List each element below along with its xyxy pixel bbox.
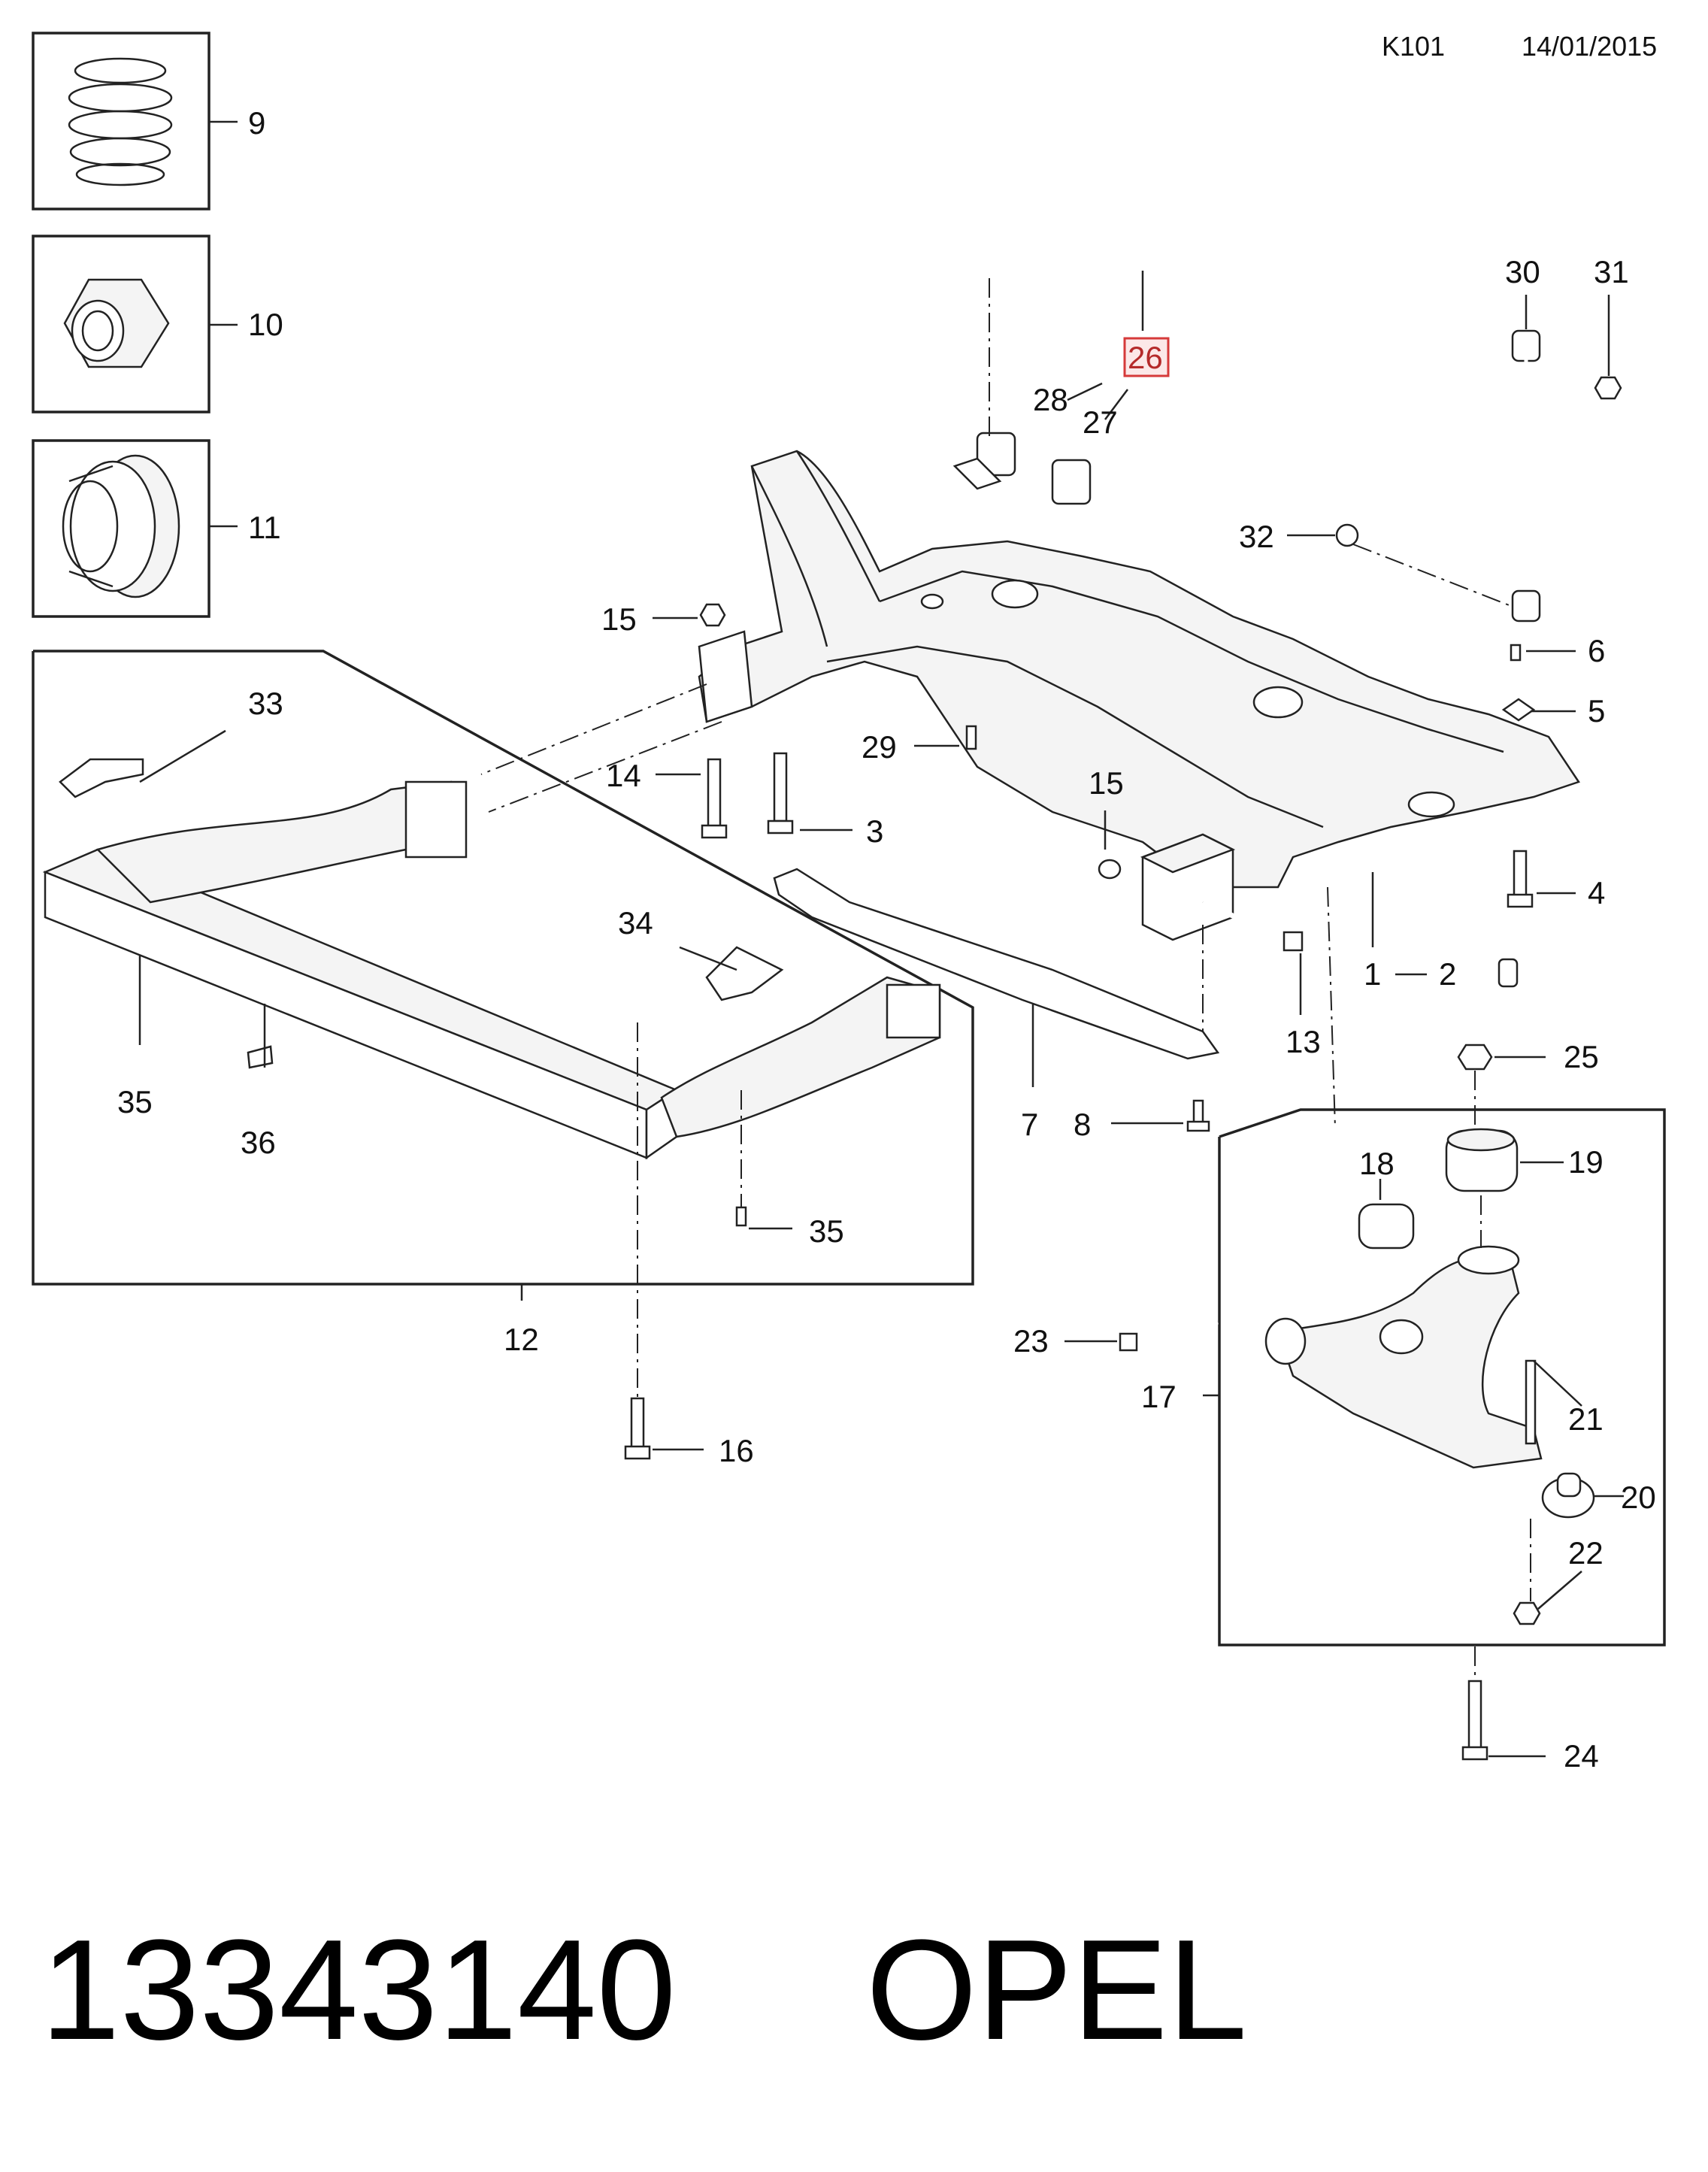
callout-29: 29 [862,729,897,765]
callout-12: 12 [504,1322,539,1357]
callout-15-upper: 15 [601,601,637,637]
bearing-icon [62,454,180,598]
crossmember-beam [42,758,941,1160]
inset-front-crossmember[interactable]: 12 33 34 35 36 [32,650,974,1357]
front-subframe[interactable] [698,450,1580,941]
callout-18: 18 [1359,1146,1395,1181]
washer-5 [1501,698,1536,722]
callout-33: 33 [248,686,283,721]
bolt-13 [1201,899,1304,952]
bolt-21 [1525,1359,1537,1445]
stabilizer-bar[interactable] [700,240,1415,578]
inset-hex-nut[interactable]: 10 [32,235,283,413]
callout-3: 3 [866,813,883,849]
callout-21: 21 [1568,1401,1604,1437]
callout-11: 11 [248,510,281,545]
callout-14: 14 [606,758,641,793]
callout-9: 9 [248,105,265,141]
control-arm [1264,1245,1543,1469]
callout-2: 2 [1439,956,1456,992]
callout-34: 34 [618,905,653,941]
callout-24: 24 [1564,1738,1599,1774]
nut-22 [1513,1601,1541,1625]
callout-5: 5 [1588,693,1605,729]
stabilizer-bushing [952,432,1092,505]
callout-32: 32 [1239,519,1274,554]
callout-22: 22 [1568,1535,1604,1571]
ball-joint-20 [1541,1472,1595,1519]
callout-6: 6 [1588,633,1605,668]
coil-spring-icon [68,57,173,186]
inset-bearing[interactable]: 11 [32,439,281,618]
callout-35-right: 35 [809,1213,844,1249]
callout-23: 23 [1013,1323,1049,1359]
callout-26: 26 [1128,340,1163,375]
footer-part-number: 13343140 [41,1910,676,2070]
callout-13: 13 [1286,1024,1321,1059]
inset-coil-spring[interactable]: 9 [32,32,265,211]
bolt-24 [1461,1646,1488,1761]
callout-7: 7 [1021,1107,1038,1142]
bolt-4 [1507,850,1534,908]
screw-35-icon [735,1206,747,1227]
bolt-3 [767,752,794,835]
bolt-6 [1510,644,1522,662]
hex-nut-icon [63,278,170,368]
bolt-8 [1186,1099,1210,1132]
bolt-14 [701,758,728,839]
diagram-date: 14/01/2015 [1522,31,1657,62]
callout-4: 4 [1588,875,1605,910]
nut-25 [1457,1044,1493,1071]
bolt-16 [624,1022,651,1460]
callout-17: 17 [1141,1379,1177,1414]
callout-30: 30 [1505,254,1540,289]
footer-brand: OPEL [866,1910,1247,2070]
callout-8: 8 [1074,1107,1091,1142]
callout-1: 1 [1364,956,1381,992]
diagram-code: K101 [1382,31,1445,62]
callout-28: 28 [1033,382,1068,417]
stabilizer-link [1335,329,1622,623]
bushing-18 [1358,1203,1415,1250]
callout-15-lower: 15 [1089,765,1124,801]
inset-control-arm[interactable]: 17 18 19 20 21 [1141,1108,1666,1646]
callout-36: 36 [241,1125,276,1160]
callout-25: 25 [1564,1039,1599,1074]
callout-20: 20 [1621,1480,1656,1515]
callout-19: 19 [1568,1144,1604,1180]
bolt-29 [965,725,977,750]
callout-26-highlight [1123,337,1170,377]
bushing-19 [1445,1128,1519,1192]
callout-10: 10 [248,307,283,342]
callout-16: 16 [719,1433,754,1468]
brace-strut [773,868,1220,1060]
callout-31: 31 [1594,254,1629,289]
nut-15-lower [1098,859,1122,880]
bushing-2-icon [1498,958,1519,988]
bolt-15-upper [699,603,726,627]
bolt-23 [1119,1319,1219,1352]
callout-27: 27 [1083,404,1118,440]
callout-35-left: 35 [117,1084,153,1119]
